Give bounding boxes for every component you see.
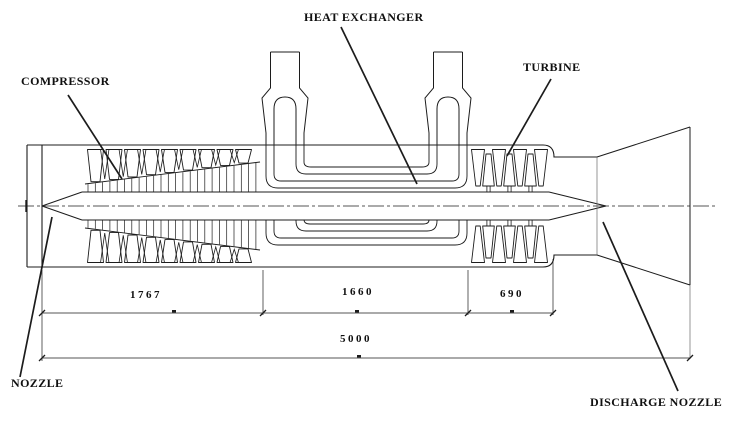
heat-exchanger-pipes: [265, 144, 468, 246]
casing-top: [27, 144, 597, 158]
compressor-stator-vane: [118, 149, 128, 177]
turbine-section: [471, 149, 548, 263]
compressor-rotor-blade: [216, 149, 234, 166]
dimension-mid-ticks: [172, 310, 514, 358]
turbine-rotor-blade: [503, 225, 516, 259]
turbine-stator-vane: [513, 225, 527, 263]
dimension-lines: [38, 259, 694, 362]
turbine-stator-vane: [492, 149, 506, 187]
turbine-stator-vane: [471, 149, 485, 187]
compressor-rotor-blade: [161, 149, 178, 173]
turbine-blade-stem: [507, 186, 512, 193]
turbine-stator-vane: [471, 225, 485, 263]
compressor-rotor-blade: [142, 236, 160, 263]
label-leader-lines: [19, 26, 679, 392]
turbine-rotor-blade: [482, 153, 495, 187]
dimension-compressor-length: 1767: [130, 289, 162, 301]
compressor-label: COMPRESSOR: [21, 74, 110, 88]
turbine-leader-line: [506, 78, 552, 157]
nozzle-divergent-walls: [596, 126, 691, 286]
compressor-rotor-blade: [198, 149, 215, 169]
compressor-stator-vane: [100, 232, 110, 263]
dimension-heat-exchanger-length: 1660: [342, 286, 374, 298]
compressor-rotor-blade: [87, 149, 104, 183]
turbine-rotor-blade: [503, 153, 516, 187]
compressor-leader-line: [67, 94, 123, 180]
turbine-stator-vane: [534, 149, 548, 187]
compressor-rotor-blade: [161, 239, 178, 263]
compressor-stator-vane: [211, 245, 221, 263]
turbine-rotor-blade: [524, 153, 537, 187]
turbine-rotor-blade: [524, 225, 537, 259]
compressor-rotor-blade: [124, 234, 141, 263]
compressor-stator-vane: [118, 235, 128, 263]
heat-exchanger-leader-line: [340, 26, 418, 185]
compressor-stator-vane: [192, 149, 202, 168]
casing-bottom: [27, 254, 597, 268]
dimension-end-ticks: [38, 309, 694, 362]
heat-exchanger-label: HEAT EXCHANGER: [304, 10, 424, 24]
compressor-rotor-blade: [235, 248, 252, 263]
hx-pipe-lower-outer-inner-wall: [273, 220, 460, 239]
turbine-stator-vane: [513, 149, 527, 187]
dimension-turbine-length: 690: [500, 288, 524, 300]
compressor-rotor-blade: [105, 232, 123, 263]
nozzle-leader-line: [19, 216, 53, 378]
turbine-blade-stem: [507, 219, 512, 226]
hx-pipe-lower-inner-wall: [295, 220, 438, 232]
nose-cone: [41, 191, 83, 221]
compressor-stator-vane: [155, 239, 165, 263]
compressor-hub-line: [84, 227, 261, 251]
discharge-nozzle-label: DISCHARGE NOZZLE: [590, 395, 723, 409]
turbine-blade-stem: [486, 219, 491, 226]
turbine-label: TURBINE: [523, 60, 581, 74]
hx-pipe-upper-outer-wall: [265, 144, 468, 189]
discharge-nozzle-leader-line: [602, 221, 679, 392]
turbine-blade-stem: [528, 186, 533, 193]
nozzle-label: NOZZLE: [11, 376, 64, 390]
compressor-stator-vane: [211, 149, 221, 167]
compressor-stator-vane: [174, 149, 184, 170]
heat-exchanger-stack-left: [261, 51, 309, 144]
heat-exchanger-stack-right: [424, 51, 472, 144]
dimension-overall-length: 5000: [340, 333, 372, 345]
hx-pipe-upper-inner-inner-wall: [303, 144, 430, 168]
turbine-stator-vane: [534, 225, 548, 263]
rotor-shaft: [41, 191, 607, 221]
compressor-section: [84, 149, 261, 263]
compressor-rotor-blade: [124, 149, 141, 178]
turbine-blade-stem: [528, 219, 533, 226]
hx-pipe-upper-outer-inner-wall: [273, 144, 460, 182]
tail-cone: [548, 191, 607, 221]
compressor-rotor-blade: [216, 246, 234, 263]
compressor-hub-line: [84, 161, 261, 185]
hx-pipe-upper-inner-wall: [295, 144, 438, 175]
turbine-stator-vane: [492, 225, 506, 263]
compressor-rotor-blade: [198, 243, 215, 263]
shaft-lines: [82, 191, 549, 221]
heat-exchanger-stacks: [261, 51, 472, 144]
compressor-stator-vane: [100, 149, 110, 180]
hx-pipe-lower-inner-inner-wall: [303, 219, 430, 225]
compressor-stator-vane: [137, 237, 147, 263]
compressor-stator-vane: [137, 149, 147, 175]
engine-centerline: [18, 200, 716, 212]
compressor-stator-vane: [192, 244, 202, 263]
hx-pipe-lower-outer-wall: [265, 220, 468, 246]
compressor-rotor-blade: [87, 229, 104, 263]
compressor-stator-vane: [229, 149, 239, 165]
engine-casing: [26, 144, 597, 268]
compressor-stator-vane: [174, 242, 184, 263]
turbine-rotor-blade: [482, 225, 495, 259]
discharge-nozzle-section: [596, 126, 691, 359]
compressor-stator-vane: [229, 247, 239, 263]
turbine-blade-stem: [486, 186, 491, 193]
compressor-rotor-blade: [142, 149, 160, 176]
compressor-stator-vane: [155, 149, 165, 173]
compressor-rotor-blade: [179, 241, 197, 263]
compressor-rotor-blade: [179, 149, 197, 171]
compressor-rotor-blade: [235, 149, 252, 164]
